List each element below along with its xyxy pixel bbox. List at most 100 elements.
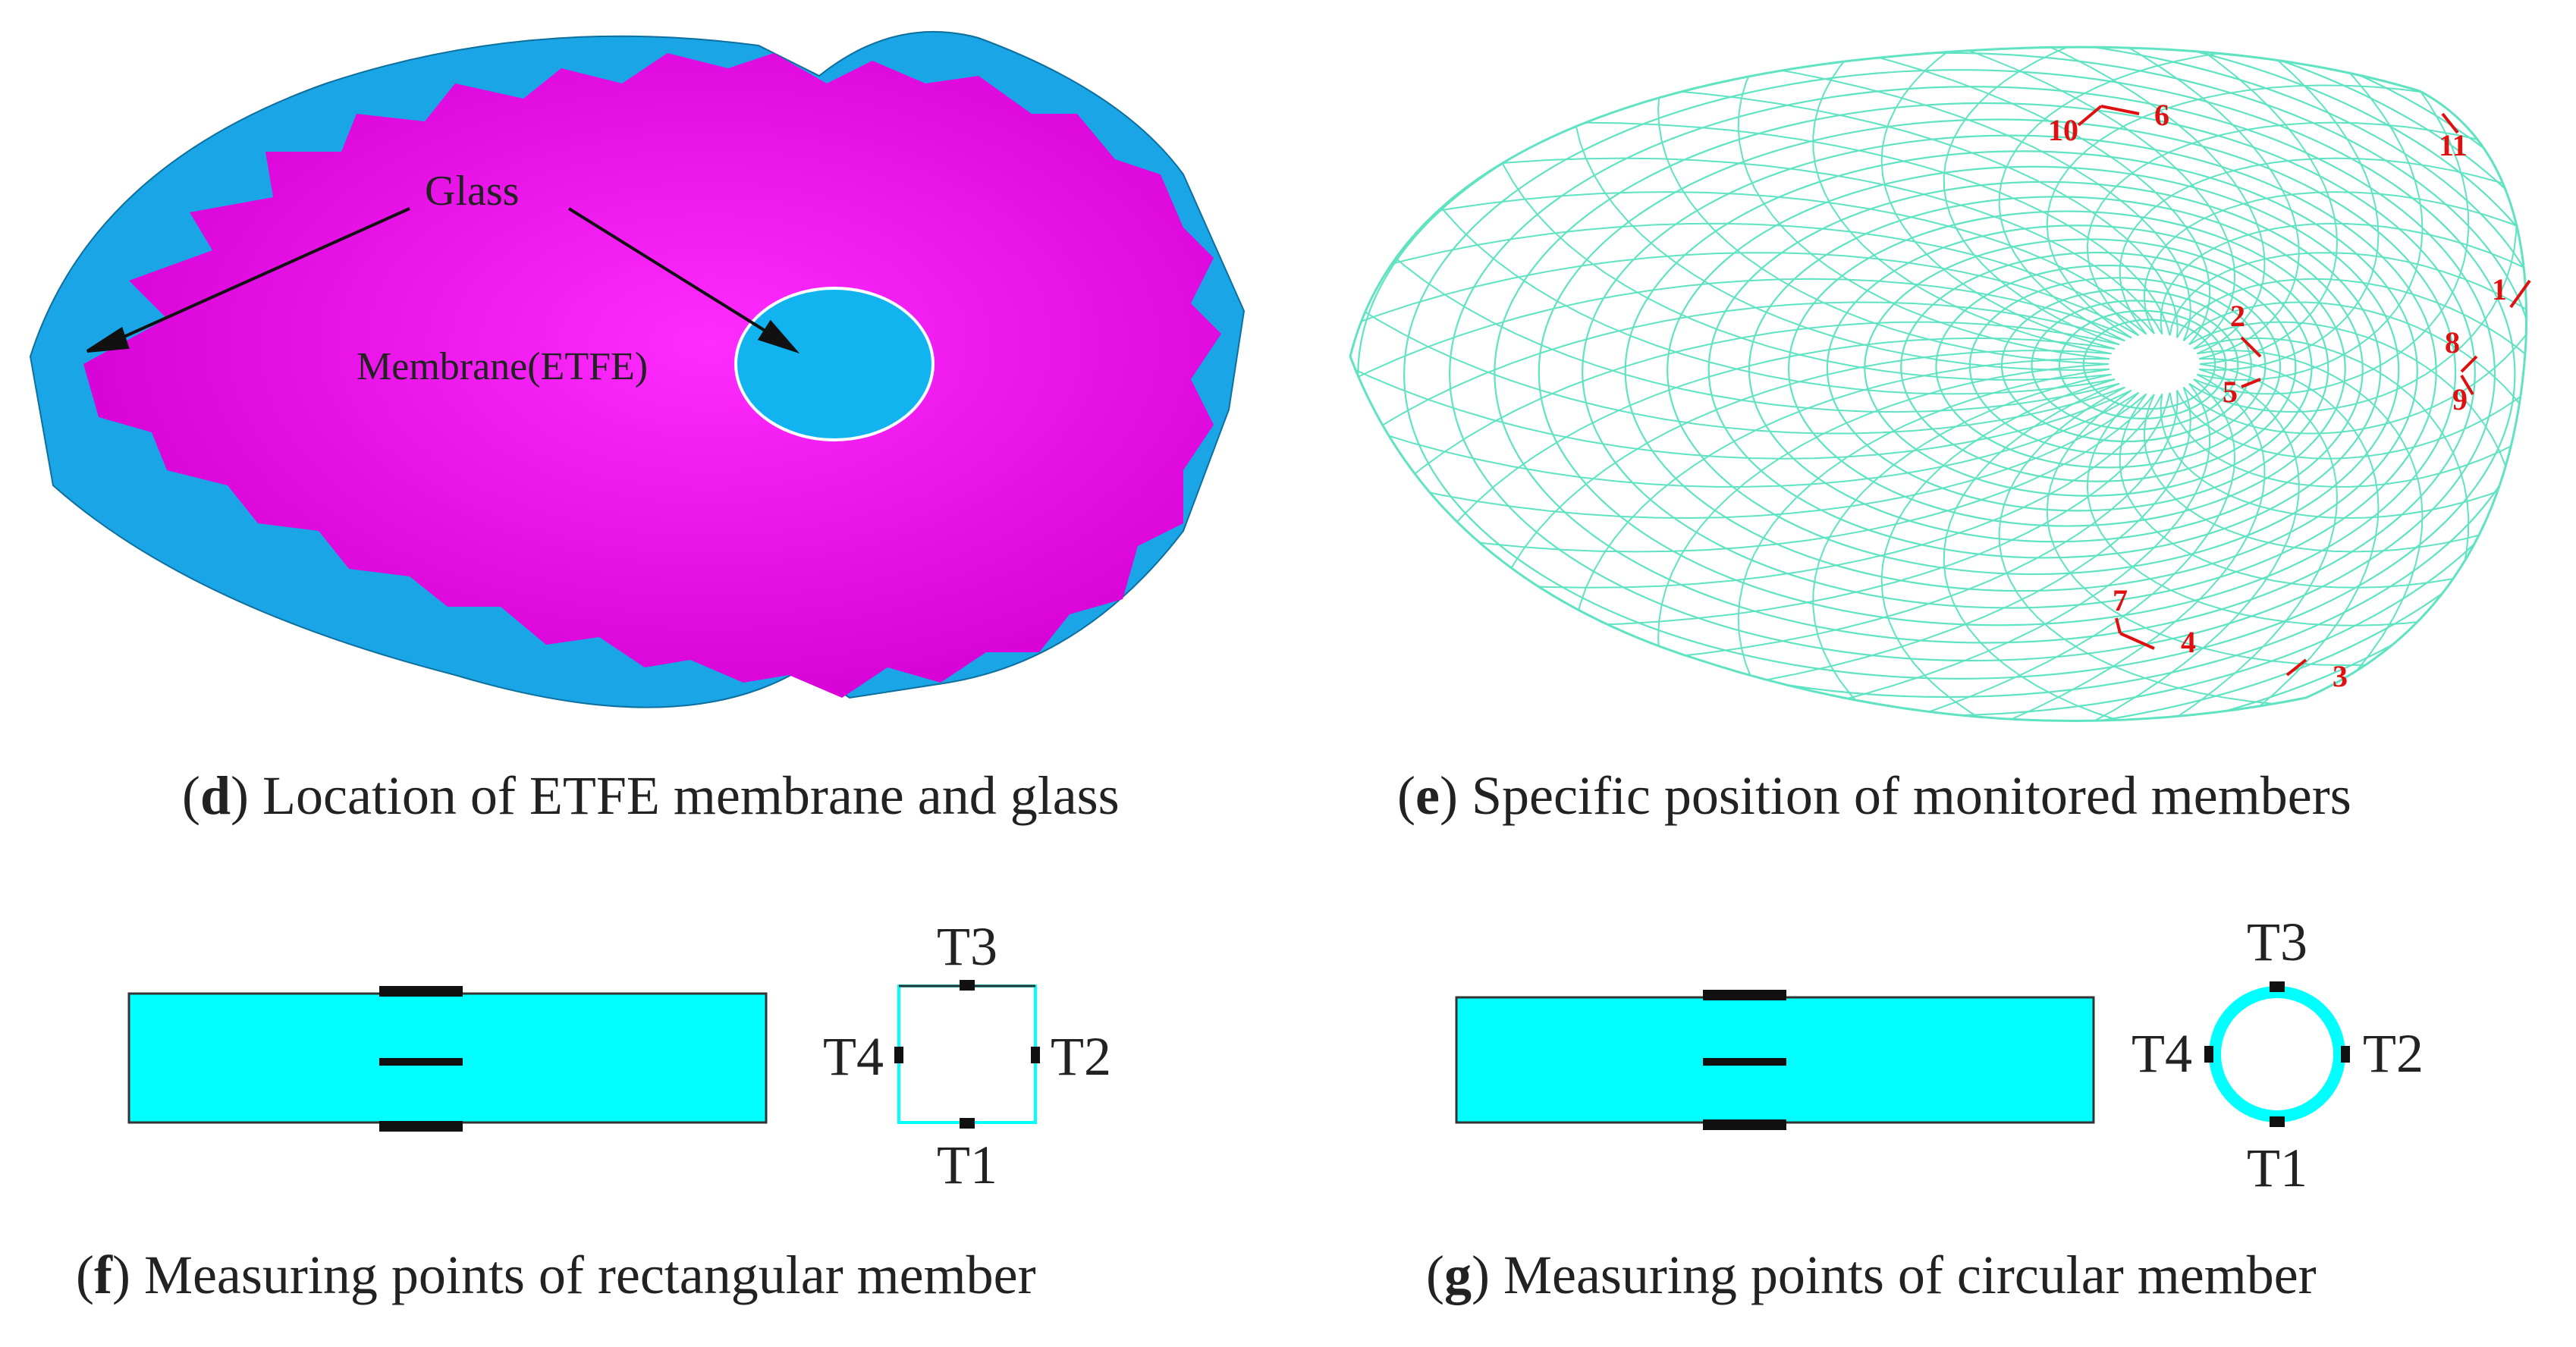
member-11-label: 11 <box>2439 128 2468 162</box>
caption-d-letter: d <box>199 765 231 826</box>
point-t1-mark <box>2270 1116 2285 1127</box>
point-t1-mark <box>960 1118 975 1129</box>
member-7-mark <box>2115 617 2122 634</box>
grid-spiral-line <box>2160 222 2527 478</box>
caption-e-letter: e <box>1415 765 1440 826</box>
grid-spiral-line <box>1943 47 2436 346</box>
grid-ring <box>1707 181 2382 559</box>
grid-spiral-line <box>1350 47 2211 345</box>
caption-f: (f) Measuring points of rectangular memb… <box>76 1245 1036 1305</box>
arrow-to-glass-center <box>567 207 771 335</box>
grid-spiral-line <box>1350 121 2171 336</box>
member-4-mark <box>2119 632 2155 650</box>
grid-spiral-line <box>1525 47 2266 355</box>
point-t2-label: T2 <box>2363 1023 2424 1084</box>
grid-ring <box>1787 210 2346 527</box>
member-3-label: 3 <box>2333 659 2348 693</box>
grid-ring <box>2058 309 2227 419</box>
member-6-mark <box>2100 105 2140 115</box>
grid-spiral-line <box>2176 124 2527 460</box>
member-7-label: 7 <box>2113 583 2128 617</box>
member-6-label: 6 <box>2154 98 2169 132</box>
grid-spiral-line <box>1350 364 2155 553</box>
panel-f-figure: T3 T2 T1 T4 <box>0 895 1290 1214</box>
grid-spiral-line <box>2127 47 2424 381</box>
grid-ring <box>2031 300 2239 431</box>
grid-spiral-line <box>1350 393 2163 589</box>
caption-e-text: Specific position of monitored members <box>1471 765 2351 826</box>
grid-ring <box>1667 165 2400 576</box>
grid-spiral-line <box>1525 373 2266 721</box>
grid-spiral-line <box>1350 222 2147 479</box>
point-t2-mark <box>2341 1046 2350 1063</box>
sensor-bottom <box>379 1121 463 1132</box>
caption-d: (d) Location of ETFE membrane and glass <box>182 765 1120 826</box>
point-t2-mark <box>1031 1047 1040 1063</box>
grid-spiral-line <box>1350 157 2163 335</box>
caption-d-text: Location of ETFE membrane and glass <box>262 765 1120 826</box>
point-t1-label: T1 <box>2247 1138 2307 1198</box>
grid-spiral-line <box>1350 392 2171 626</box>
caption-f-letter: f <box>93 1245 112 1305</box>
member-8-mark <box>2460 355 2478 373</box>
grid-spiral-line <box>1673 368 2300 721</box>
grid-spiral-line <box>2193 47 2470 395</box>
point-t4-mark <box>894 1047 903 1063</box>
caption-g-text: Measuring points of circular member <box>1503 1245 2317 1305</box>
grid-spiral-line <box>1350 383 2211 721</box>
glass-opening <box>734 287 935 441</box>
grid-spiral-line <box>1657 47 2109 365</box>
grid-spiral-line <box>1824 363 2339 721</box>
grid-ring <box>1449 86 2496 662</box>
member-1-label: 1 <box>2492 272 2507 306</box>
grid-spiral-line <box>2182 301 2527 703</box>
grid-ring <box>1624 150 2418 592</box>
sensor-middle <box>1703 1058 1786 1066</box>
circular-member-diagram: T3 T2 T1 T4 <box>1455 912 2424 1198</box>
panel-g-figure: T3 T2 T1 T4 <box>1320 895 2576 1214</box>
grid-spiral-line <box>1350 47 2120 413</box>
grid-spiral-line <box>1350 199 2140 488</box>
grid-ring <box>1748 196 2364 543</box>
grid-spiral-line <box>1350 280 2147 520</box>
grid-spiral-line <box>2160 281 2527 520</box>
grid-spiral-line <box>2182 55 2527 435</box>
grid-spiral-line <box>2169 252 2527 559</box>
point-t3-mark <box>2270 981 2285 992</box>
rect-member-section <box>897 984 1037 1124</box>
grid-ring <box>1900 251 2297 482</box>
arrow-head-center <box>757 319 800 354</box>
grid-spiral-line <box>1824 47 2339 365</box>
point-t1-label: T1 <box>937 1135 997 1195</box>
glass-label: Glass <box>425 168 519 215</box>
grid-spiral-line <box>1483 47 2112 381</box>
grid-outline <box>1349 46 2528 722</box>
grid-spiral-line <box>1812 47 2176 355</box>
member-9-label: 9 <box>2452 382 2468 416</box>
panel-d-figure: Glass Membrane(ETFE) <box>0 0 1290 743</box>
grid-spiral-line <box>2169 199 2527 488</box>
point-t4-label: T4 <box>2131 1023 2192 1084</box>
sensor-middle <box>379 1058 463 1066</box>
membrane-label: Membrane(ETFE) <box>357 345 648 388</box>
grid-spiral-line <box>2127 350 2424 721</box>
point-t4-label: T4 <box>823 1026 884 1087</box>
grid-spiral-line <box>2144 191 2527 394</box>
grid-spiral-line <box>2119 157 2527 335</box>
grid-spiral-line <box>2144 364 2527 553</box>
grid-ring <box>1357 52 2527 699</box>
grid-spiral-line <box>1737 47 2110 360</box>
sensor-top <box>1703 990 1786 1000</box>
member-2-label: 2 <box>2230 299 2245 333</box>
arrow-head-left <box>86 326 130 353</box>
member-11-mark <box>2441 112 2459 134</box>
grid-spiral-line <box>2176 278 2527 635</box>
grid-ring <box>1494 102 2476 644</box>
member-10-mark <box>2077 105 2103 127</box>
point-t3-label: T3 <box>937 916 997 977</box>
grid-spiral-line <box>1350 321 2120 721</box>
grid-spiral-line <box>1350 278 2132 635</box>
etfe-glass-diagram: Glass Membrane(ETFE) <box>29 30 1246 708</box>
